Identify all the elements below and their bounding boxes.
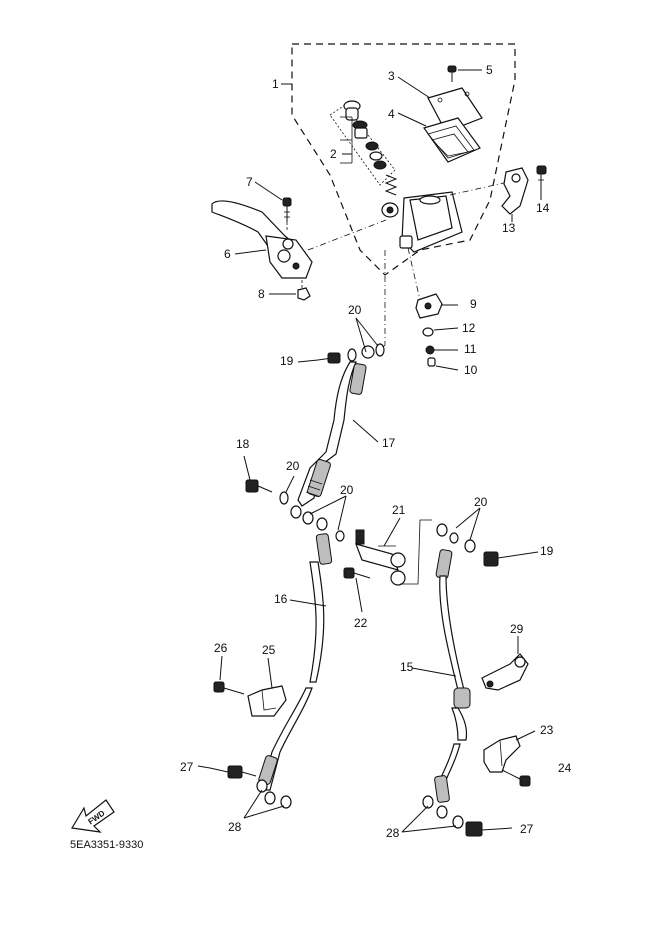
callout-21: 21 (392, 503, 406, 517)
copper-washer (280, 795, 292, 809)
callout-19: 19 (280, 354, 294, 368)
callout-17: 17 (382, 436, 396, 450)
hose-guide-bolt-right (501, 769, 531, 787)
callout-15: 15 (400, 660, 414, 674)
callout-7: 7 (246, 175, 253, 189)
callout-18: 18 (236, 437, 250, 451)
copper-washer (375, 343, 385, 357)
callout-11: 11 (464, 342, 477, 356)
callout-9: 9 (470, 297, 477, 311)
union-bolt-left (209, 765, 257, 779)
callout-numbers: 1 2 3 4 5 6 7 8 9 10 11 12 13 14 15 16 1… (180, 63, 572, 840)
switch-screw (427, 357, 436, 367)
callout-1: 1 (272, 77, 279, 91)
joint-link-line (400, 519, 432, 585)
copper-washer (436, 805, 448, 819)
callout-14: 14 (536, 201, 550, 215)
callout-29: 29 (510, 622, 524, 636)
callout-20: 20 (340, 483, 354, 497)
holder (501, 167, 529, 215)
joint-bolt (343, 567, 371, 579)
callout-13: 13 (502, 221, 516, 235)
master-cylinder-body (381, 191, 463, 253)
lever-nut (297, 287, 311, 301)
hose-guide-bolt-left (213, 681, 245, 695)
callout-27: 27 (520, 822, 534, 836)
union-bolt-upper (317, 352, 341, 364)
hose-bracket (481, 653, 529, 691)
hose-guide-left (247, 685, 287, 717)
switch-bracket (415, 293, 443, 319)
callout-20: 20 (474, 495, 488, 509)
callout-16: 16 (274, 592, 288, 606)
reservoir-cap (427, 87, 483, 133)
fwd-arrow-icon: FWD (71, 799, 115, 833)
callout-20: 20 (348, 303, 362, 317)
callout-8: 8 (258, 287, 265, 301)
callout-5: 5 (486, 63, 493, 77)
callout-27: 27 (180, 760, 194, 774)
callout-3: 3 (388, 69, 395, 83)
callout-22: 22 (354, 616, 368, 630)
diagram-code: 5EA3351-9330 (70, 839, 143, 851)
lever-bolt (282, 197, 292, 222)
brake-lever (211, 200, 313, 279)
copper-washer (316, 517, 328, 531)
copper-washer (452, 815, 464, 829)
assembly-boundary (291, 43, 516, 276)
piston-kit (329, 100, 398, 196)
callout-23: 23 (540, 723, 554, 737)
union-bolt-bottom-right (465, 821, 513, 837)
callout-2: 2 (330, 147, 337, 161)
brake-hose-upper (297, 361, 367, 507)
banjo-fitting (361, 345, 375, 359)
copper-washer (347, 348, 357, 362)
callout-25: 25 (262, 643, 276, 657)
callout-6: 6 (224, 247, 231, 261)
diaphragm (423, 117, 481, 163)
brake-hose-right (434, 523, 476, 803)
callout-28: 28 (386, 826, 400, 840)
union-bolt-mid (245, 479, 273, 493)
cap-screw (447, 65, 457, 82)
copper-washer (302, 511, 314, 525)
copper-washer (279, 491, 289, 505)
union-bolt-right (483, 551, 539, 567)
switch-washer (422, 327, 434, 337)
copper-washer (290, 505, 302, 519)
callout-19: 19 (540, 544, 554, 558)
brake-hose-left (258, 533, 333, 791)
copper-washer (256, 779, 268, 793)
callout-26: 26 (214, 641, 228, 655)
hose-guide-right (483, 735, 521, 773)
callout-4: 4 (388, 107, 395, 121)
alignment-lines (286, 181, 509, 353)
leader-lines (197, 69, 542, 833)
callout-20: 20 (286, 459, 300, 473)
switch-grommet (425, 345, 435, 355)
callout-10: 10 (464, 363, 478, 377)
callout-12: 12 (462, 321, 476, 335)
callout-28: 28 (228, 820, 242, 834)
copper-washer (264, 791, 276, 805)
copper-washer (422, 795, 434, 809)
holder-bolt (536, 165, 547, 190)
brake-hose-joint (355, 529, 406, 586)
copper-washer (335, 530, 345, 542)
callout-24: 24 (558, 761, 572, 775)
